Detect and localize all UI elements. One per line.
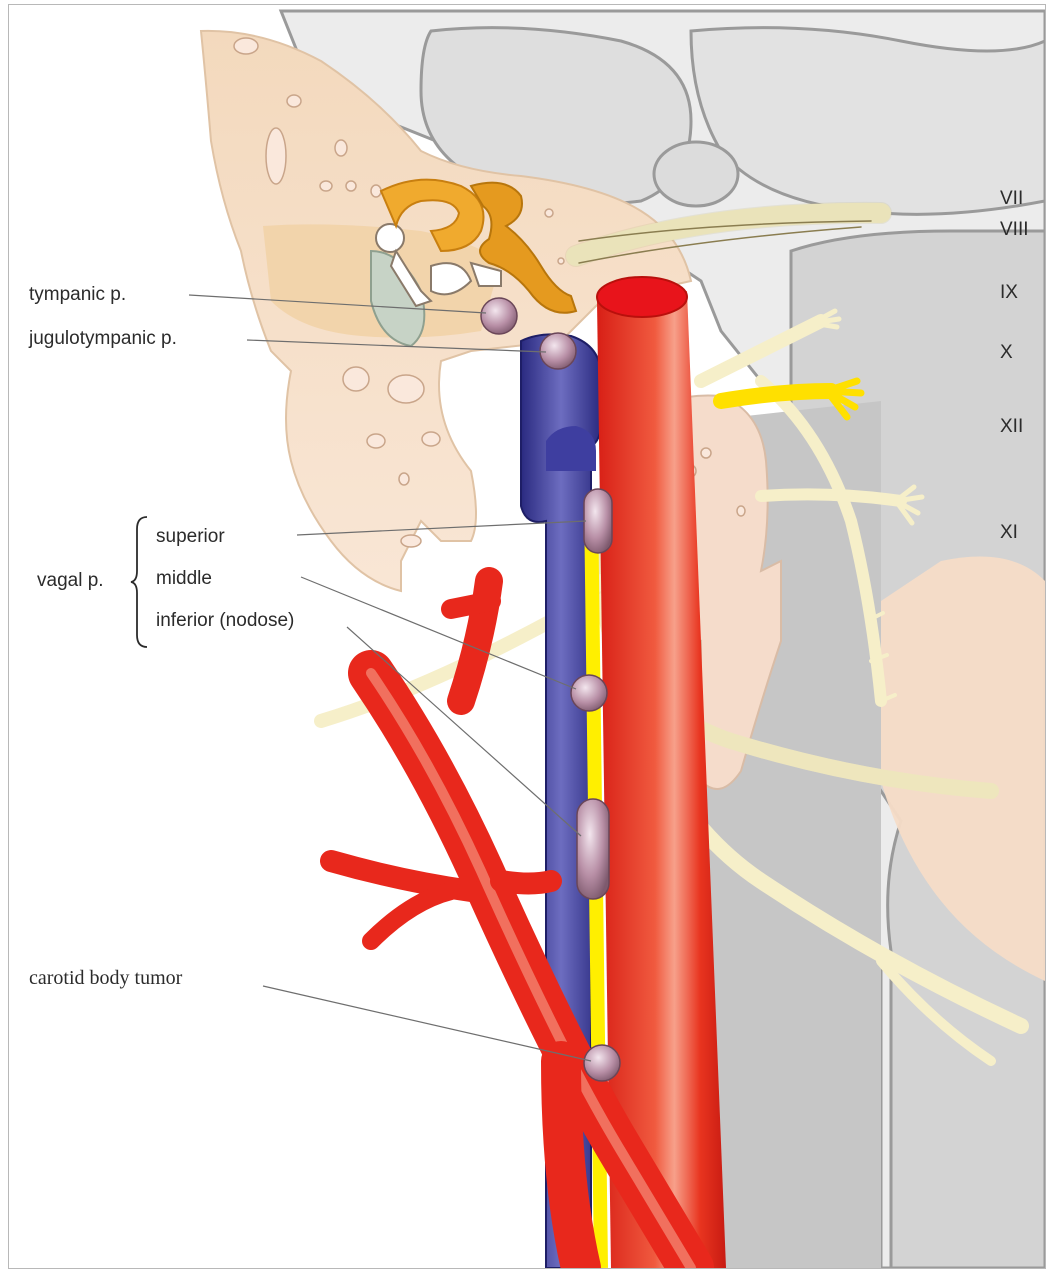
label-vagal: vagal p. bbox=[37, 570, 104, 592]
label-tympanic: tympanic p. bbox=[29, 284, 126, 306]
label-nerve-ix: IX bbox=[1000, 282, 1018, 304]
vagal-superior-tumor bbox=[584, 489, 612, 553]
label-carotid-body: carotid body tumor bbox=[29, 967, 182, 989]
figure-frame: tympanic p. jugulotympanic p. vagal p. s… bbox=[8, 4, 1046, 1269]
carotid-body-tumor bbox=[584, 1045, 620, 1081]
label-nerve-viii: VIII bbox=[1000, 219, 1029, 241]
label-vagal-inferior: inferior (nodose) bbox=[156, 610, 294, 632]
label-nerve-x: X bbox=[1000, 342, 1013, 364]
label-jugulotympanic: jugulotympanic p. bbox=[29, 328, 177, 350]
label-vagal-superior: superior bbox=[156, 526, 225, 548]
label-nerve-vii: VII bbox=[1000, 188, 1023, 210]
label-nerve-xii: XII bbox=[1000, 416, 1023, 438]
label-vagal-middle: middle bbox=[156, 568, 212, 590]
vagal-inferior-tumor bbox=[577, 799, 609, 899]
anatomy-illustration bbox=[9, 5, 1045, 1268]
vagal-middle-tumor bbox=[571, 675, 607, 711]
jugulotympanic-tumor bbox=[540, 333, 576, 369]
label-nerve-xi: XI bbox=[1000, 522, 1018, 544]
tympanic-tumor bbox=[481, 298, 517, 334]
vagal-brace bbox=[129, 515, 151, 649]
